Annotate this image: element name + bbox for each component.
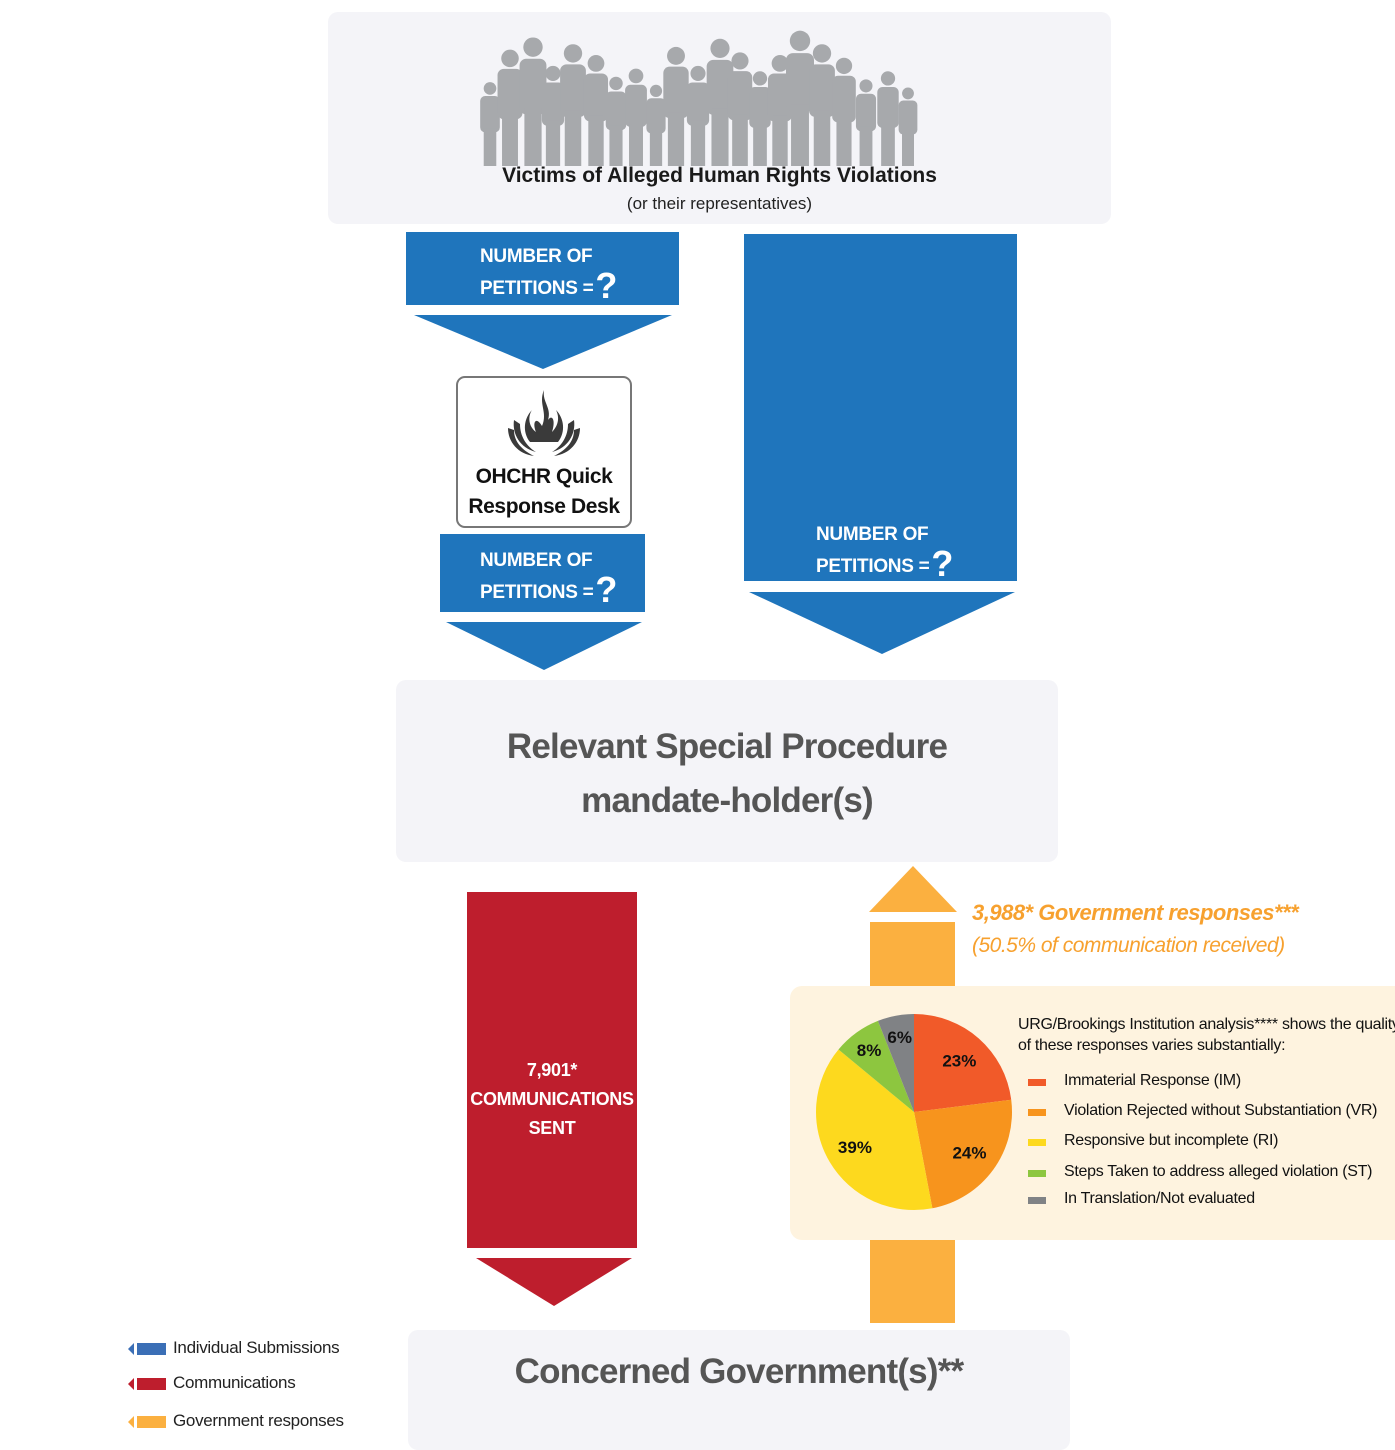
pie-slice	[914, 1099, 1012, 1209]
government-responses-subtitle: (50.5% of communication received)	[972, 934, 1285, 957]
pie-slice-label: 24%	[952, 1143, 986, 1162]
ohchr-line2: Response Desk	[468, 495, 620, 518]
ohchr-petitions-arrow-body: NUMBER OF PETITIONS =?	[440, 534, 645, 612]
direct-petitions-label: NUMBER OF PETITIONS =?	[816, 520, 954, 584]
people-silhouettes-icon	[480, 30, 918, 166]
ohchr-quick-response-desk: OHCHR Quick Response Desk	[456, 376, 632, 528]
legend-label: Responsive but incomplete (RI)	[1064, 1132, 1279, 1149]
legend-swatch	[1028, 1170, 1046, 1177]
ohchr-line1: OHCHR Quick	[475, 465, 613, 488]
pie-slice-label: 23%	[942, 1052, 976, 1071]
direct-petitions-arrow-body: NUMBER OF PETITIONS =?	[744, 234, 1017, 584]
legend-label: In Translation/Not evaluated	[1064, 1190, 1255, 1207]
left-petitions-arrowhead	[414, 315, 672, 369]
communications-arrowhead	[476, 1258, 632, 1306]
pie-slice	[877, 1014, 914, 1112]
victims-subtitle: (or their representatives)	[626, 194, 813, 213]
petitions-line1: NUMBER OF	[816, 524, 929, 545]
petitions-line1: NUMBER OF	[480, 550, 593, 571]
communications-arrow-body: 7,901* COMMUNICATIONS SENT	[467, 892, 637, 1248]
analysis-description: URG/Brookings Institution analysis**** s…	[1018, 1014, 1395, 1056]
key-arrow-icon	[128, 1416, 166, 1428]
flow-key-label: Communications	[173, 1373, 296, 1392]
analysis-line1: URG/Brookings Institution analysis**** s…	[1018, 1016, 1395, 1033]
key-arrow-icon	[128, 1378, 166, 1390]
petitions-line2: PETITIONS =	[816, 556, 930, 577]
legend-label: Immaterial Response (IM)	[1064, 1072, 1241, 1089]
mandate-holder-title: Relevant Special Procedure mandate-holde…	[396, 720, 1058, 828]
pie-slice	[816, 1049, 933, 1210]
communications-label: 7,901* COMMUNICATIONS SENT	[467, 1056, 637, 1143]
pie-slice-label: 6%	[887, 1028, 912, 1047]
mandate-line2: mandate-holder(s)	[581, 781, 874, 820]
mandate-line1: Relevant Special Procedure	[506, 727, 948, 766]
left-petitions-label: NUMBER OF PETITIONS =?	[480, 242, 618, 306]
petitions-value: ?	[595, 265, 618, 306]
un-human-rights-flame-icon	[508, 390, 580, 456]
concerned-government-title: Concerned Government(s)**	[514, 1352, 965, 1391]
victims-title: Victims of Alleged Human Rights Violatio…	[502, 164, 937, 187]
pie-slice	[838, 1020, 914, 1112]
pie-slice-label: 8%	[857, 1041, 882, 1060]
petitions-line2: PETITIONS =	[480, 582, 594, 603]
direct-petitions-arrowhead	[749, 592, 1015, 654]
petitions-value: ?	[931, 543, 954, 584]
response-quality-pie-chart: 23% 24% 39% 8% 6%	[808, 1006, 1020, 1218]
pie-slice	[914, 1014, 1012, 1112]
flow-key-label: Individual Submissions	[173, 1338, 340, 1357]
legend-label: Steps Taken to address alleged violation…	[1064, 1163, 1373, 1180]
legend-label: Violation Rejected without Substantiatio…	[1064, 1102, 1378, 1119]
communications-count: 7,901*	[526, 1060, 578, 1080]
pie-slice-label: 39%	[838, 1138, 872, 1157]
legend-swatch	[1028, 1139, 1046, 1146]
victims-panel: Victims of Alleged Human Rights Violatio…	[328, 12, 1111, 224]
concerned-government-panel: Concerned Government(s)**	[408, 1330, 1070, 1450]
communications-line2: COMMUNICATIONS	[470, 1089, 634, 1109]
flow-key-label: Government responses	[173, 1411, 344, 1430]
key-arrow-icon	[128, 1343, 166, 1355]
ohchr-label: OHCHR Quick Response Desk	[458, 462, 630, 522]
responses-arrowhead	[869, 866, 957, 912]
ohchr-petitions-label: NUMBER OF PETITIONS =?	[480, 546, 618, 610]
mandate-holder-panel: Relevant Special Procedure mandate-holde…	[396, 680, 1058, 862]
government-responses-title: 3,988* Government responses***	[972, 900, 1299, 925]
petitions-value: ?	[595, 569, 618, 610]
legend-swatch	[1028, 1197, 1046, 1204]
ohchr-petitions-arrowhead	[446, 622, 642, 670]
petitions-line1: NUMBER OF	[480, 246, 593, 267]
legend-swatch	[1028, 1079, 1046, 1086]
petitions-line2: PETITIONS =	[480, 278, 594, 299]
legend-swatch	[1028, 1109, 1046, 1116]
communications-line3: SENT	[528, 1118, 576, 1138]
analysis-line2: of these responses varies substantially:	[1018, 1037, 1286, 1054]
left-petitions-arrow-body: NUMBER OF PETITIONS =?	[406, 232, 679, 305]
